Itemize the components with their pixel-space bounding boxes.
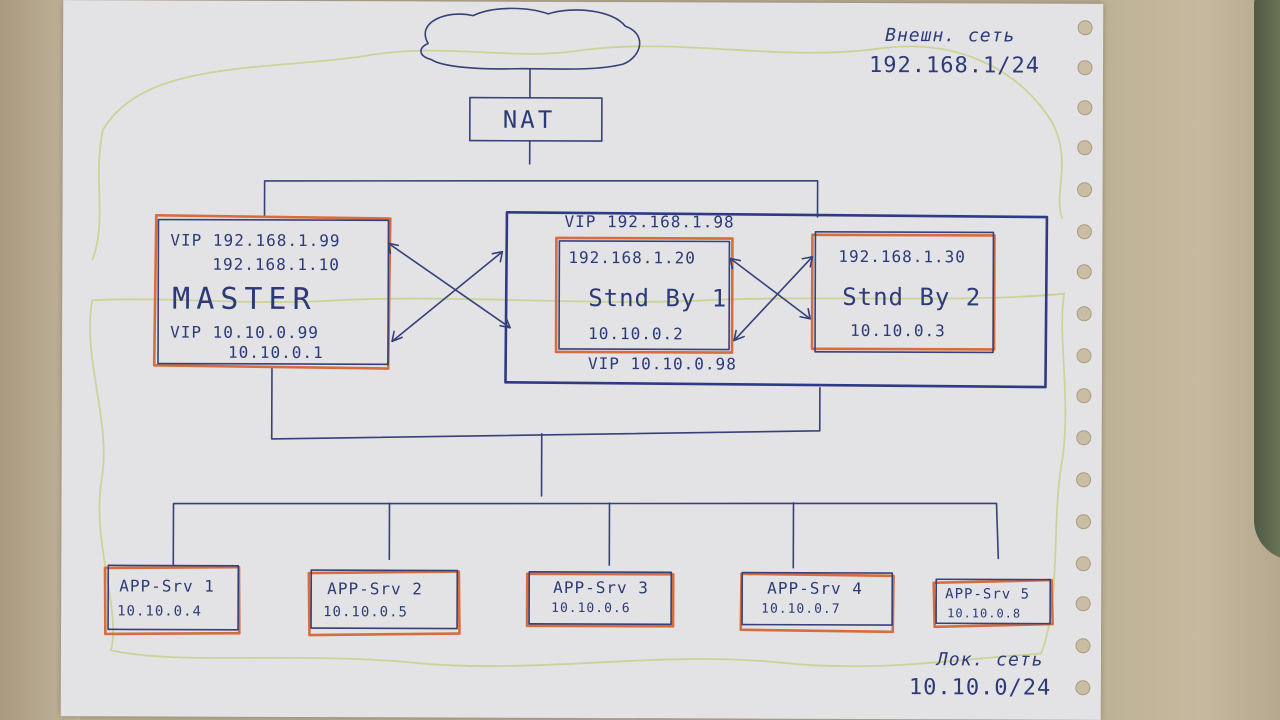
- arrowhead-1a: [387, 242, 400, 255]
- app-srv-1-outline: [103, 565, 241, 636]
- external-bus: [263, 180, 819, 218]
- standby2-ip-internal: 10.10.0.3: [850, 320, 946, 341]
- app-srv-4-ip: 10.10.0.7: [761, 601, 841, 617]
- sync-arrow-3: [729, 257, 811, 320]
- network-diagram: [89, 7, 1093, 696]
- local-network-subnet: 10.10.0/24: [908, 675, 1052, 701]
- standby2-ip-external: 192.168.1.30: [838, 246, 966, 267]
- app-srv-2-outline: [307, 570, 461, 637]
- app-srv-5-ip: 10.10.0.8: [947, 606, 1022, 621]
- app-srv-5-outline: [932, 578, 1054, 629]
- arrowhead-3b: [799, 307, 811, 320]
- desk-surface-right: [1100, 0, 1280, 720]
- standby2-box: [814, 231, 995, 354]
- external-network-label: Внешн. сеть: [885, 25, 1016, 47]
- app-srv-3-outline: [525, 572, 675, 628]
- app-srv-5-box: [935, 578, 1052, 625]
- nat-box: [468, 96, 603, 142]
- app-bus: [172, 502, 1000, 567]
- app-srv-2-box: [310, 569, 459, 630]
- standby1-box-outline: [554, 236, 734, 354]
- app-srv-5-name: APP-Srv 5: [945, 586, 1031, 603]
- app-srv-1-ip: 10.10.0.4: [117, 603, 203, 620]
- nat-label: NAT: [502, 105, 556, 134]
- arrowhead-3a: [729, 257, 742, 270]
- standby2-name: Stnd By 2: [842, 282, 982, 312]
- standby1-box: [558, 240, 731, 351]
- arrowhead-2a: [391, 330, 403, 343]
- arrowhead-4a: [733, 329, 745, 342]
- desk-mat: [1254, 0, 1280, 560]
- master-box: [157, 218, 390, 366]
- standby1-ip-internal: 10.10.0.2: [588, 324, 684, 344]
- internal-bus: [270, 366, 821, 440]
- sync-arrow-2: [391, 250, 504, 343]
- app-srv-4-box: [741, 571, 894, 626]
- app-srv-2-ip: 10.10.0.5: [323, 604, 409, 621]
- app-srv-1-name: APP-Srv 1: [119, 576, 215, 596]
- external-network-zone: [91, 45, 1064, 261]
- app-srv-3-ip: 10.10.0.6: [551, 600, 631, 617]
- master-vip-internal: VIP 10.10.0.99: [170, 322, 319, 343]
- app-srv-3-name: APP-Srv 3: [553, 577, 649, 598]
- app-srv-4-name: APP-Srv 4: [767, 578, 863, 598]
- sync-arrow-1: [387, 242, 511, 329]
- standby1-name: Stnd By 1: [588, 284, 728, 313]
- internet-cloud: [420, 7, 641, 70]
- app-srv-4-outline: [739, 572, 895, 634]
- master-box-outline: [152, 213, 392, 370]
- local-network-zone: [89, 292, 1067, 668]
- master-name: MASTER: [172, 281, 317, 318]
- arrowhead-2b: [491, 250, 504, 263]
- local-network-label: Лок. сеть: [936, 649, 1044, 671]
- app-srv-2-name: APP-Srv 2: [327, 579, 423, 599]
- standby-group-vip-internal: VIP 10.10.0.98: [587, 354, 737, 374]
- master-ip-external: 192.168.1.10: [212, 254, 340, 275]
- standby1-ip-external: 192.168.1.20: [568, 247, 696, 268]
- standby2-box-outline: [810, 233, 996, 351]
- standby-group-box: [504, 211, 1049, 389]
- arrowhead-4b: [801, 256, 814, 268]
- external-network-subnet: 192.168.1/24: [868, 53, 1041, 79]
- arrowhead-1b: [499, 316, 511, 329]
- paper-sheet: NAT Внешн. сеть 192.168.1/24 Лок. сеть 1…: [60, 0, 1104, 720]
- sync-arrow-4: [733, 256, 814, 342]
- app-srv-3-box: [528, 571, 673, 626]
- standby-group-vip-external: VIP 192.168.1.98: [564, 211, 735, 232]
- binder-holes: [1075, 20, 1093, 696]
- master-vip-external: VIP 192.168.1.99: [170, 230, 341, 251]
- master-ip-internal: 10.10.0.1: [227, 342, 324, 363]
- app-srv-1-box: [107, 564, 240, 631]
